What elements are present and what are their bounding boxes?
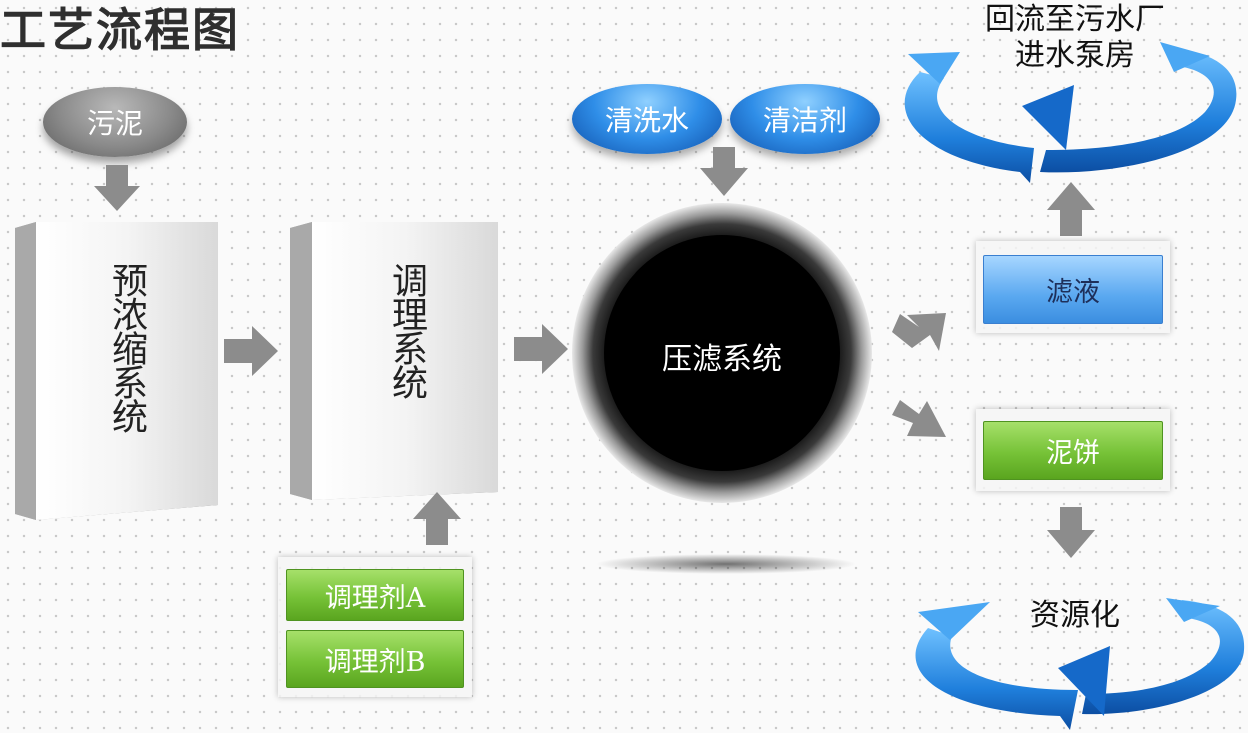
press-system-label: 压滤系统 <box>662 342 782 377</box>
arrow-press-to-cake <box>892 400 946 437</box>
arrow-pre-to-conditioning <box>224 326 278 376</box>
arrow-cake-down <box>1047 507 1095 558</box>
arrow-filtrate-up <box>1047 182 1095 236</box>
return-label: 回流至污水厂 进水泵房 <box>960 2 1190 74</box>
arrow-wash-down <box>700 147 748 196</box>
return-cycle-arrow-icon <box>904 42 1237 183</box>
arrow-conditioner-up <box>413 492 461 545</box>
conditioning-label: 调理系统 <box>386 262 427 398</box>
return-label-line-2: 进水泵房 <box>1015 38 1135 73</box>
pre-concentration-box <box>15 222 218 520</box>
conditioner-b-node: 调理剂B <box>286 630 464 688</box>
pre-concentration-label: 预浓缩系统 <box>106 262 147 432</box>
wash-water-node: 清洗水 <box>572 84 722 154</box>
detergent-node: 清洁剂 <box>730 84 880 154</box>
resource-cycle-arrow-icon <box>915 598 1245 730</box>
resource-label: 资源化 <box>1030 598 1120 633</box>
press-system-circle <box>572 203 872 503</box>
arrow-press-to-filtrate <box>892 313 946 351</box>
conditioning-box <box>290 222 498 500</box>
flow-arrows <box>94 147 1095 558</box>
return-label-line-1: 回流至污水厂 <box>985 2 1165 37</box>
press-shadow <box>596 554 856 574</box>
arrow-conditioning-to-press <box>514 324 568 374</box>
arrow-sludge-down <box>94 165 140 211</box>
filtrate-node: 滤液 <box>983 255 1163 324</box>
conditioner-a-node: 调理剂A <box>286 569 464 621</box>
cake-node: 泥饼 <box>983 421 1163 480</box>
page-title: 工艺流程图 <box>0 3 240 57</box>
sludge-input-node: 污泥 <box>43 87 187 157</box>
